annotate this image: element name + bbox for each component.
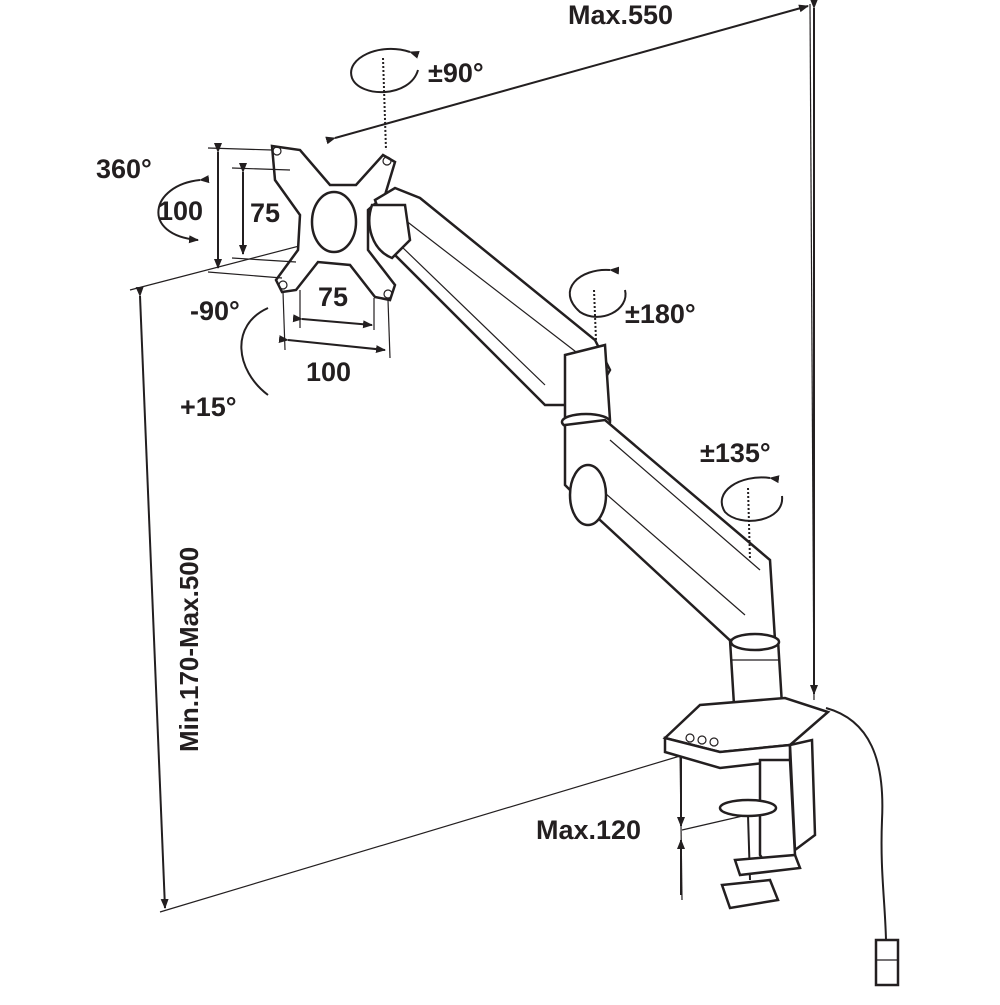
vesa-vertical-large-label: 100 [158,196,204,226]
tilt-range-indicator [240,307,269,396]
lower-arm [563,418,777,647]
base-swivel-indicator [720,475,784,561]
desk-clamp [718,738,817,910]
elbow-swivel-label: ±180° [625,299,696,329]
clamp-thickness-label: Max.120 [536,815,642,845]
upper-arm [368,186,612,407]
tilt-up-label: +15° [180,392,237,422]
base-swivel-label: ±135° [700,438,771,468]
max-reach-label: Max.550 [568,0,674,30]
elbow-joint [560,266,627,432]
tilt-indicator [350,47,420,151]
max-reach-dimension [325,0,818,701]
tilt-down-label: -90° [190,296,240,326]
tilt-label: ±90° [428,58,484,88]
pole [728,632,784,707]
rotation-label: 360° [96,154,152,184]
cable [825,707,900,987]
vesa-vertical-small-label: 75 [250,198,281,228]
vesa-dimensions [207,143,391,359]
vesa-horizontal-small-label: 75 [318,282,349,312]
height-dimension [129,224,681,913]
height-range-label: Min.170-Max.500 [174,546,204,752]
vesa-plate [270,144,397,302]
vesa-horizontal-large-label: 100 [306,357,352,387]
desk-base [662,696,831,770]
rotation-indicator [157,175,210,244]
